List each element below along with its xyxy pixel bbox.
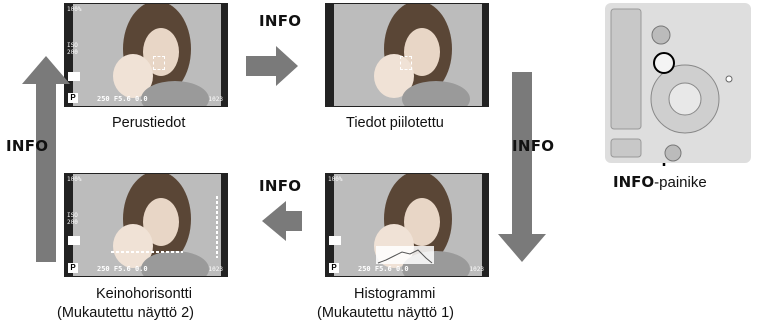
mode-badge: P [68, 263, 78, 273]
screen-histogrammi: 100% P 250 F5.6 0.0 1023 [325, 173, 489, 277]
info-button-icon [653, 52, 675, 74]
caption-keinohorisontti-sub: (Mukautettu näyttö 2) [57, 305, 195, 321]
arrow-right-icon [246, 46, 298, 86]
photo-mother-child [65, 4, 227, 106]
hud-iso: ISO 200 [67, 42, 78, 56]
screen-keinohorisontti: 100% ISO 200 P 250 F5.6 0.0 1023 [64, 173, 228, 277]
screen-piilotettu [325, 3, 489, 107]
bracket-down-arrow-icon [498, 72, 546, 262]
camera-back-illustration [605, 3, 751, 163]
photo-mother-child [65, 174, 227, 276]
caption-keinohorisontti: Keinohorisontti [96, 286, 192, 302]
arrow-left-icon [262, 201, 302, 241]
hud-iso: ISO 200 [67, 212, 78, 226]
info-label-top: INFO [259, 12, 302, 30]
hud-top-left: 100% [67, 6, 82, 13]
caption-perustiedot: Perustiedot [112, 115, 186, 131]
caption-piilotettu: Tiedot piilotettu [346, 115, 444, 131]
info-label-left: INFO [6, 137, 49, 155]
af-target [400, 56, 412, 70]
drive-mode-icon [68, 236, 80, 245]
af-target [153, 56, 165, 70]
caption-histogrammi: Histogrammi [354, 286, 436, 302]
photo-mother-child [326, 174, 488, 276]
exposure-readout: 250 F5.6 0.0 [97, 95, 148, 103]
shots-remaining: 1023 [208, 96, 223, 103]
shots-remaining: 1023 [208, 266, 223, 273]
mode-badge: P [68, 93, 78, 103]
photo-mother-child [326, 4, 488, 106]
bracket-up-arrow-icon [22, 56, 70, 262]
screen-perustiedot: 100% ISO 200 P 250 F5.6 0.0 1023 [64, 3, 228, 107]
info-button-caption: INFO-painike [613, 173, 707, 191]
caption-histogrammi-sub: (Mukautettu näyttö 1) [317, 305, 455, 321]
shots-remaining: 1023 [469, 266, 484, 273]
mode-badge: P [329, 263, 339, 273]
exposure-readout: 250 F5.6 0.0 [358, 265, 409, 273]
info-label-right: INFO [512, 137, 555, 155]
info-button-caption-rest: -painike [654, 174, 707, 191]
drive-mode-icon [68, 72, 80, 81]
dial-icon [651, 25, 671, 45]
info-label-bottom: INFO [259, 177, 302, 195]
info-button-caption-bold: INFO [613, 173, 655, 191]
exposure-readout: 250 F5.6 0.0 [97, 265, 148, 273]
hud-top-left: 100% [328, 176, 343, 183]
drive-mode-icon [329, 236, 341, 245]
histogram-box [376, 246, 434, 264]
hud-top-left: 100% [67, 176, 82, 183]
